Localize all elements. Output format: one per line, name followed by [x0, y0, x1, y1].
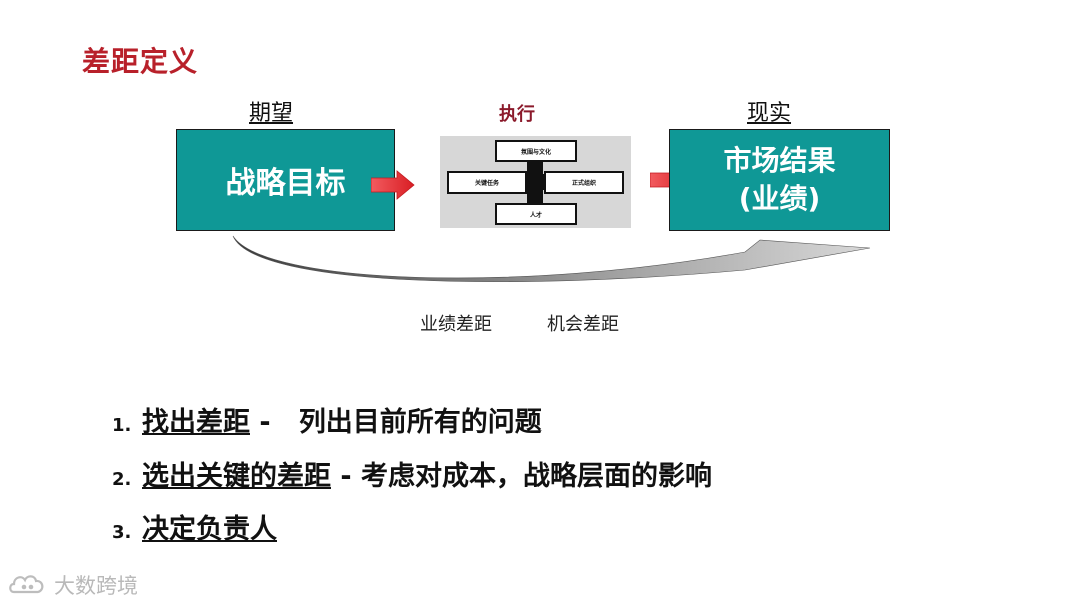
- exec-box-tasks: 关键任务: [447, 171, 527, 194]
- cloud-logo-icon: [9, 575, 44, 594]
- opportunity-gap-label: 机会差距: [547, 314, 619, 335]
- reality-label: 现实: [747, 101, 792, 126]
- list-item: 1. 找出差距 - 列出目前所有的问题: [112, 400, 542, 439]
- list-heading: 选出关键的差距: [142, 461, 331, 492]
- performance-gap-label: 业绩差距: [420, 314, 492, 335]
- strategy-goal-text: 战略目标: [225, 166, 346, 201]
- list-heading: 找出差距: [142, 407, 250, 438]
- execution-label: 执行: [499, 104, 535, 125]
- watermark: 大数跨境: [8, 570, 138, 600]
- list-body: 列出目前所有的问题: [298, 407, 542, 438]
- execution-diagram: 氛围与文化 关键任务 正式组织 人才: [440, 136, 631, 228]
- list-body: 考虑对成本，战略层面的影响: [361, 461, 713, 492]
- gap-curve-arrow: [232, 235, 871, 283]
- list-separator: -: [331, 461, 362, 492]
- expectation-label: 期望: [249, 101, 294, 126]
- market-result-text-line2: (业绩): [738, 182, 821, 215]
- page-title: 差距定义: [82, 45, 199, 78]
- red-arrow-left-icon: [371, 170, 415, 200]
- list-number: 2.: [112, 469, 132, 490]
- market-result-text-line1: 市场结果: [723, 144, 836, 177]
- exec-box-talent: 人才: [495, 203, 577, 225]
- exec-box-organization: 正式组织: [544, 171, 624, 194]
- list-number: 1.: [112, 415, 132, 436]
- list-item: 2. 选出关键的差距 - 考虑对成本，战略层面的影响: [112, 454, 712, 493]
- list-separator: -: [250, 407, 299, 438]
- list-heading: 决定负责人: [142, 514, 277, 545]
- list-item: 3. 决定负责人: [112, 507, 277, 546]
- list-number: 3.: [112, 522, 132, 543]
- exec-box-culture: 氛围与文化: [495, 140, 577, 162]
- market-result-box: 市场结果 (业绩): [669, 129, 890, 231]
- strategy-goal-box: 战略目标: [176, 129, 395, 231]
- watermark-text: 大数跨境: [54, 574, 138, 598]
